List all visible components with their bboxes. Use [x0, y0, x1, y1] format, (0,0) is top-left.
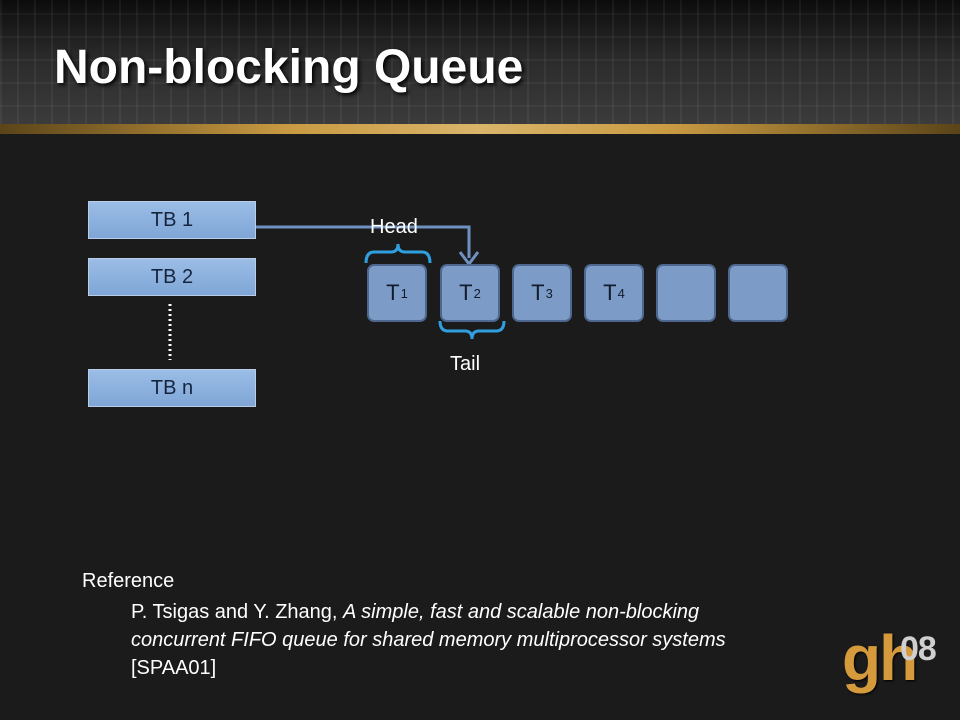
reference-venue: [SPAA01]: [131, 657, 217, 679]
thread-block-n: TB n: [88, 369, 256, 407]
queue-slot-6: [728, 264, 788, 322]
queue-slot-5: [656, 264, 716, 322]
tail-label: Tail: [450, 353, 481, 375]
reference-authors: P. Tsigas and Y. Zhang,: [131, 601, 344, 623]
slot-3-base: T: [531, 280, 545, 305]
reference-heading: Reference: [82, 570, 175, 592]
thread-block-1: TB 1: [88, 201, 256, 239]
slot-2-base: T: [459, 280, 473, 305]
gh08-logo: gh 08: [842, 626, 952, 712]
logo-year: 08: [900, 630, 937, 668]
banner-gold-stripe: [0, 124, 960, 134]
logo-mark: gh: [842, 622, 918, 694]
reference-citation: P. Tsigas and Y. Zhang, A simple, fast a…: [131, 598, 731, 682]
head-label: Head: [370, 216, 418, 238]
tail-bracket: [438, 320, 506, 340]
slide-title: Non-blocking Queue: [54, 41, 524, 94]
slot-1-base: T: [386, 280, 400, 305]
thread-block-2: TB 2: [88, 258, 256, 296]
slot-4-base: T: [603, 280, 617, 305]
tb1-to-head-arrow: [256, 225, 471, 258]
slot-1-sub: 1: [400, 285, 408, 301]
slot-3-sub: 3: [545, 285, 553, 301]
reference-paper-title: A simple, fast and scalable non-blocking…: [131, 601, 726, 651]
slot-4-sub: 4: [617, 285, 625, 301]
title-banner: [0, 0, 960, 130]
head-bracket: [364, 243, 432, 264]
slot-2-sub: 2: [473, 285, 481, 301]
